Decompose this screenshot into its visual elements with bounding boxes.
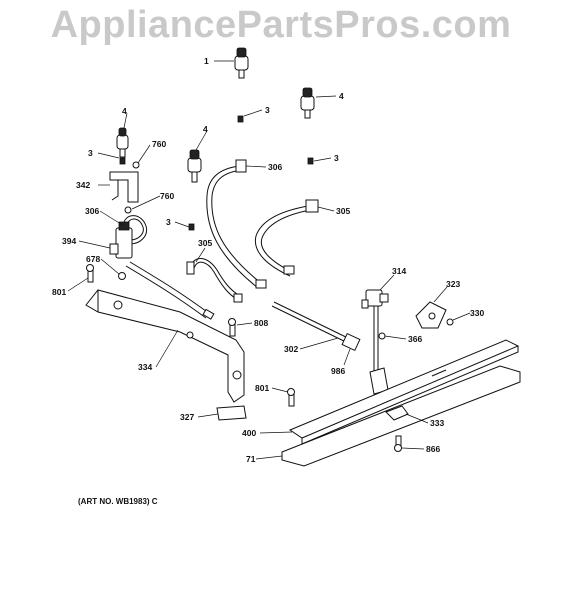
screw-866 — [394, 435, 402, 452]
callout-394: 394 — [62, 236, 76, 246]
callout-986: 986 — [331, 366, 345, 376]
bracket-333 — [385, 405, 409, 421]
valve-394 — [109, 221, 133, 259]
callout-327: 327 — [180, 412, 194, 422]
callout-342: 342 — [76, 180, 90, 190]
fitting-986 — [341, 332, 361, 352]
callout-760: 760 — [160, 191, 174, 201]
screw-366 — [378, 332, 386, 340]
orifice-left — [119, 157, 126, 165]
screw-808 — [228, 318, 236, 337]
callout-334: 334 — [138, 362, 152, 372]
callout-801: 801 — [52, 287, 66, 297]
callout-3: 3 — [334, 153, 339, 163]
callout-306: 306 — [268, 162, 282, 172]
leader-lines — [67, 60, 471, 460]
valve-314 — [361, 289, 389, 309]
callout-305: 305 — [336, 206, 350, 216]
callout-305: 305 — [198, 238, 212, 248]
tube-305-left — [186, 258, 243, 303]
callout-1: 1 — [204, 56, 209, 66]
valve-left — [116, 127, 129, 158]
callout-333: 333 — [430, 418, 444, 428]
bracket-342 — [109, 171, 139, 203]
art-number: (ART NO. WB1983) C — [78, 497, 158, 506]
callout-3: 3 — [88, 148, 93, 158]
callout-400: 400 — [242, 428, 256, 438]
callout-314: 314 — [392, 266, 406, 276]
tube-305-right — [254, 199, 319, 277]
screw-760-upper — [132, 161, 140, 169]
callout-3: 3 — [166, 217, 171, 227]
callout-4: 4 — [122, 106, 127, 116]
callout-4: 4 — [339, 91, 344, 101]
orifice-center — [188, 223, 195, 231]
rail-400 — [288, 339, 520, 445]
orifice-top — [237, 115, 244, 123]
callout-366: 366 — [408, 334, 422, 344]
drop-tube-314 — [369, 306, 389, 395]
screw-678 — [118, 272, 126, 280]
callout-808: 808 — [254, 318, 268, 328]
orifice-right — [307, 157, 314, 165]
valve-right — [300, 87, 315, 119]
valve-center — [187, 149, 202, 183]
callout-330: 330 — [470, 308, 484, 318]
screw-760-lower — [124, 206, 132, 214]
callout-306: 306 — [85, 206, 99, 216]
callout-302: 302 — [284, 344, 298, 354]
screw-801-left — [86, 264, 94, 283]
bracket-327 — [216, 405, 247, 421]
manifold-334 — [85, 289, 245, 403]
callout-323: 323 — [446, 279, 460, 289]
screw-801-right — [287, 388, 295, 407]
bracket-323 — [415, 301, 447, 329]
tube-306-left — [123, 215, 148, 245]
screw-330 — [446, 318, 454, 326]
watermark-text: AppliancePartsPros.com — [50, 4, 512, 46]
tube-left-lower — [125, 261, 215, 320]
callout-678: 678 — [86, 254, 100, 264]
callout-3: 3 — [265, 105, 270, 115]
callout-760: 760 — [152, 139, 166, 149]
valve-1 — [234, 47, 249, 79]
callout-71: 71 — [246, 454, 256, 464]
tube-306-center — [206, 159, 267, 289]
tube-302 — [271, 301, 353, 345]
callout-4: 4 — [203, 124, 208, 134]
callout-866: 866 — [426, 444, 440, 454]
callout-801: 801 — [255, 383, 269, 393]
